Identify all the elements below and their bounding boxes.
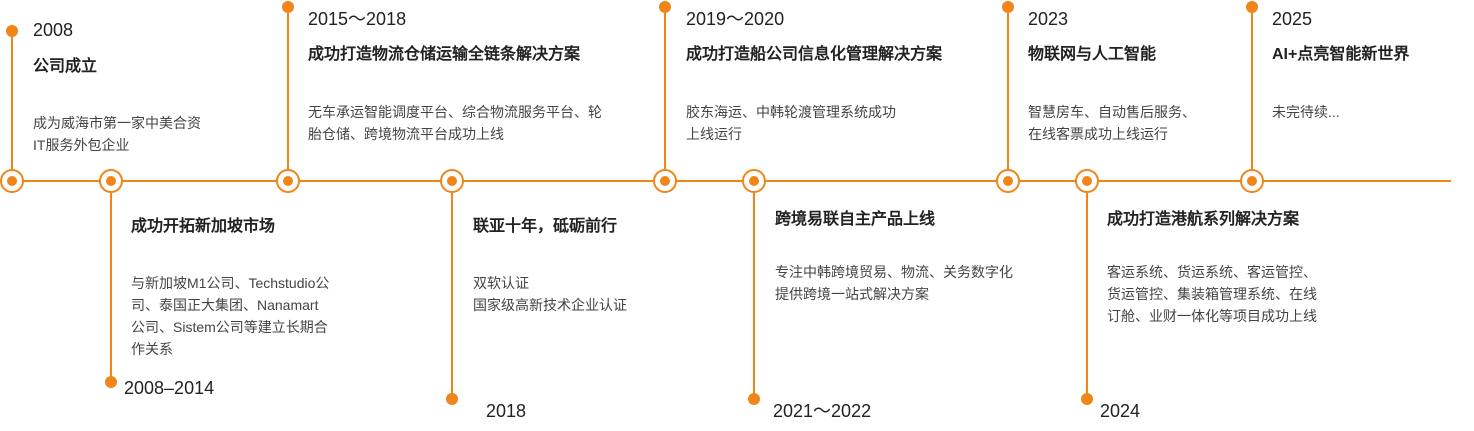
milestone-node (1075, 169, 1099, 193)
milestone-node (1240, 169, 1264, 193)
milestone-stem (664, 7, 666, 181)
milestone-year: 2018 (486, 401, 527, 421)
milestone-title: 跨境易联自主产品上线 (775, 211, 936, 228)
milestone-year: 2021～2022 (773, 401, 872, 421)
milestone-desc: 与新加坡M1公司、Techstudio公 司、泰国正大集团、Nanamart 公… (131, 275, 330, 357)
milestone-year: 2023 (1028, 9, 1069, 29)
milestone-desc: 双软认证 国家级高新技术企业认证 (473, 275, 627, 313)
milestone-desc: 胶东海运、中韩轮渡管理系统成功 上线运行 (686, 104, 896, 142)
milestone-stem (451, 193, 453, 399)
milestone-title: 成功打造物流仓储运输全链条解决方案 (308, 46, 581, 63)
milestone-year: 2019～2020 (686, 9, 785, 29)
milestone-year: 2008–2014 (124, 378, 215, 398)
milestone-desc: 未完待续... (1272, 104, 1340, 120)
milestone-node (653, 169, 677, 193)
milestone-stem (1086, 193, 1088, 399)
milestone-stem (110, 193, 112, 382)
milestone-node (742, 169, 766, 193)
milestone-end-dot (1081, 393, 1093, 405)
milestone-desc: 专注中韩跨境贸易、物流、关务数字化 提供跨境一站式解决方案 (775, 264, 1013, 302)
milestone-title: 成功打造船公司信息化管理解决方案 (686, 46, 943, 63)
milestone-desc: 成为威海市第一家中美合资 IT服务外包企业 (33, 115, 201, 153)
milestone-stem (1007, 7, 1009, 181)
milestone-desc: 客运系统、货运系统、客运管控、 货运管控、集装箱管理系统、在线 订舱、业财一体化… (1107, 264, 1317, 324)
milestone-desc: 无车承运智能调度平台、综合物流服务平台、轮 胎仓储、跨境物流平台成功上线 (308, 104, 602, 142)
milestone-title: 成功打造港航系列解决方案 (1107, 211, 1300, 228)
timeline-axis (12, 180, 1451, 182)
milestone-stem (753, 193, 755, 399)
milestone-stem (287, 7, 289, 181)
milestone-node (99, 169, 123, 193)
milestone-stem (11, 31, 13, 181)
milestone-title: 公司成立 (33, 58, 98, 75)
milestone-node (276, 169, 300, 193)
milestone-node (440, 169, 464, 193)
milestone-stem (1251, 7, 1253, 181)
milestone-title: AI+点亮智能新世界 (1272, 46, 1410, 63)
milestone-year: 2008 (33, 20, 74, 40)
milestone-title: 物联网与人工智能 (1028, 46, 1157, 63)
milestone-desc: 智慧房车、自动售后服务、 在线客票成功上线运行 (1028, 104, 1196, 142)
milestone-node (996, 169, 1020, 193)
milestone-year: 2024 (1100, 401, 1141, 421)
milestone-title: 成功开拓新加坡市场 (131, 218, 276, 235)
milestone-year: 2015～2018 (308, 9, 407, 29)
milestone-node (0, 169, 24, 193)
milestone-end-dot (105, 376, 117, 388)
milestone-end-dot (446, 393, 458, 405)
milestone-end-dot (748, 393, 760, 405)
milestone-title: 联亚十年，砥砺前行 (473, 218, 618, 235)
milestone-year: 2025 (1272, 9, 1313, 29)
